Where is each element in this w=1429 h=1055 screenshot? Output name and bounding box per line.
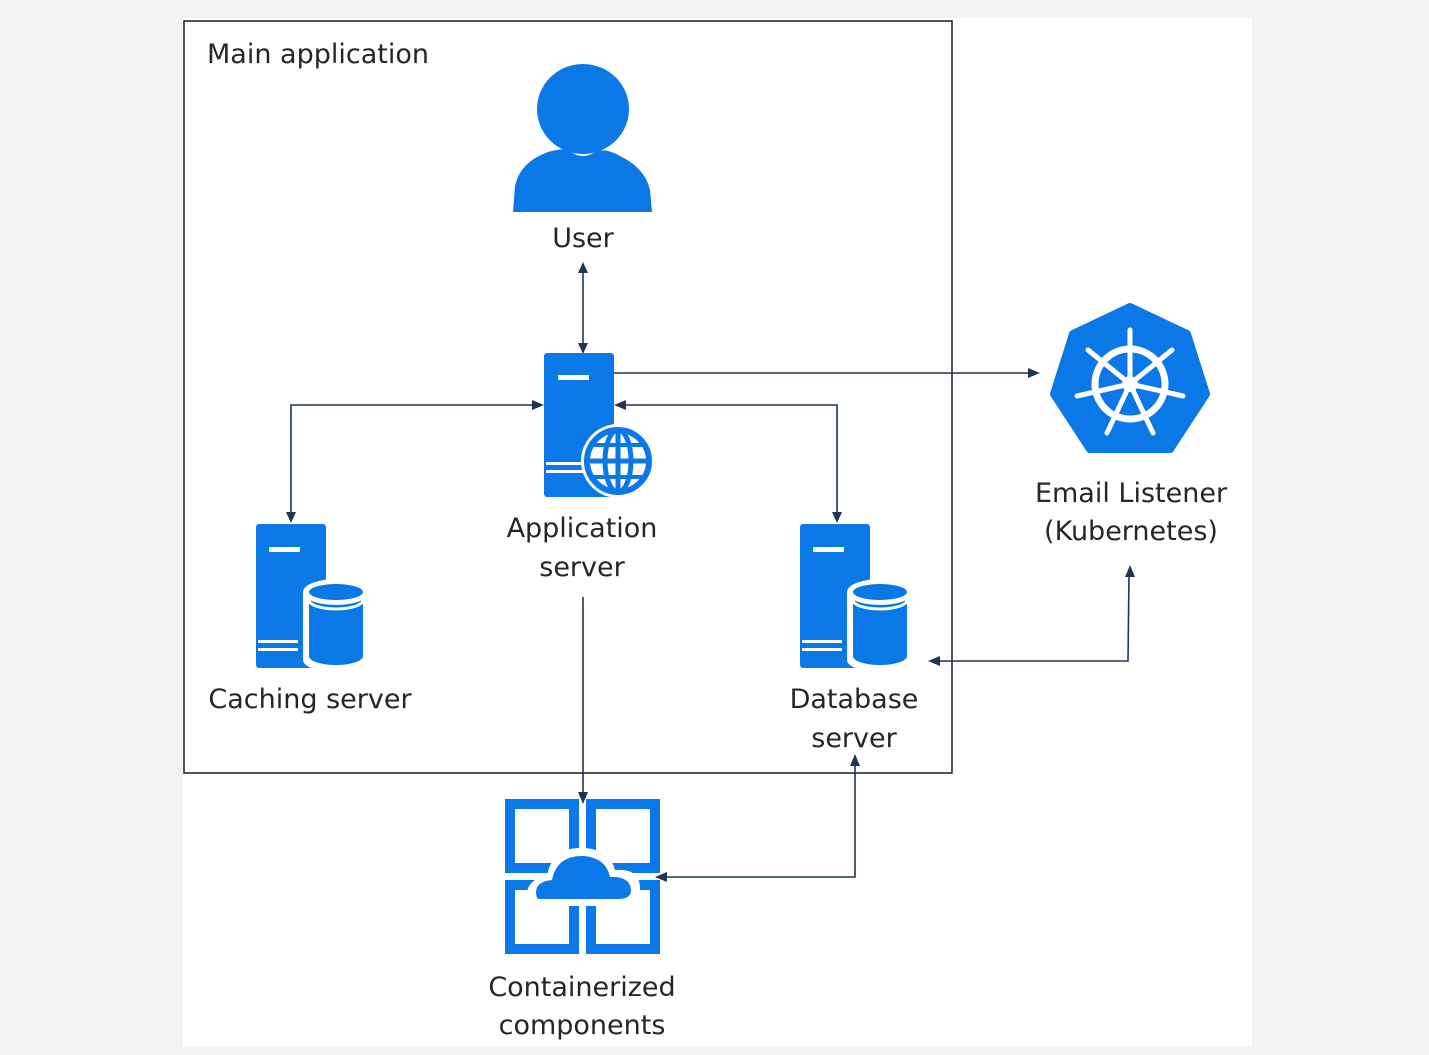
group-label: Main application xyxy=(207,39,429,70)
user-icon xyxy=(513,64,652,212)
connector-app-database xyxy=(614,400,842,523)
database-server-node[interactable]: Database server xyxy=(790,524,919,754)
containerized-components-label-line1: Containerized xyxy=(488,972,675,1003)
email-listener-label-line2: (Kubernetes) xyxy=(1044,516,1218,547)
database-server-label-line2: server xyxy=(811,723,897,754)
containerized-components-label-line2: components xyxy=(499,1010,666,1041)
caching-server-label: Caching server xyxy=(208,684,412,715)
application-server-label-line1: Application xyxy=(507,513,658,544)
kubernetes-icon xyxy=(1050,303,1210,453)
caching-server-node[interactable]: Caching server xyxy=(208,524,412,715)
connector-database-email xyxy=(928,565,1135,666)
application-server-node[interactable]: Application server xyxy=(507,353,658,583)
email-listener-label-line1: Email Listener xyxy=(1035,478,1228,509)
connector-app-email xyxy=(600,368,1040,378)
caching-database-server-icon xyxy=(256,524,369,672)
connector-app-containers xyxy=(578,597,588,804)
email-listener-node[interactable]: Email Listener (Kubernetes) xyxy=(1035,303,1228,547)
connector-containers-database xyxy=(655,754,860,882)
connectors xyxy=(286,262,1135,882)
application-server-label-line2: server xyxy=(539,552,625,583)
web-server-icon xyxy=(544,353,655,498)
user-node[interactable]: User xyxy=(513,64,652,254)
connector-caching-app xyxy=(286,400,544,523)
connector-user-app xyxy=(578,262,588,354)
containerized-components-node[interactable]: Containerized components xyxy=(488,799,676,1041)
database-server-icon xyxy=(800,524,913,672)
database-server-label-line1: Database xyxy=(790,684,919,715)
user-label: User xyxy=(552,223,614,254)
group-border xyxy=(183,20,953,774)
main-application-group: Main application xyxy=(183,20,953,774)
container-cloud-icon xyxy=(505,799,660,954)
diagram-canvas xyxy=(183,18,1252,1046)
